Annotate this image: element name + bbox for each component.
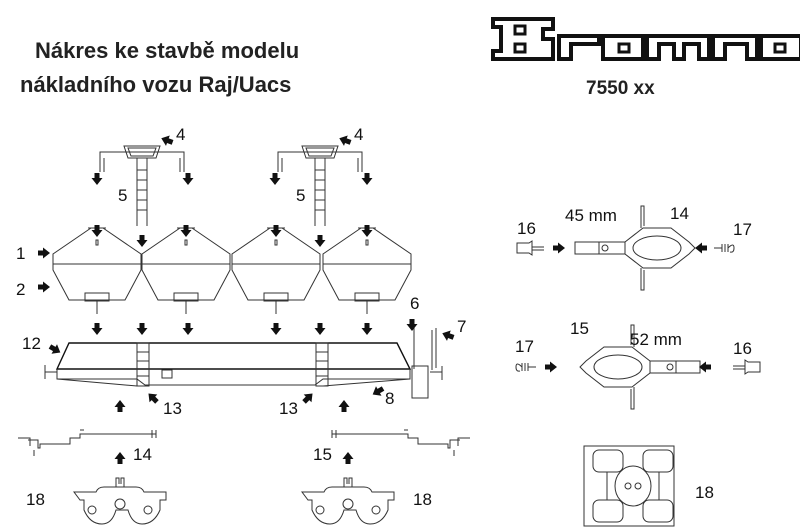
dimension-52mm: 52 mm: [630, 330, 682, 349]
bogie-top-view: [583, 445, 675, 527]
hopper-tank-4: [322, 227, 412, 315]
part-label-17: 17: [733, 220, 752, 239]
part-label-4: 4: [176, 125, 185, 144]
bramos-logo: [491, 17, 800, 61]
coupler-head-16-top: [516, 240, 545, 256]
part-label-6: 6: [410, 294, 419, 313]
drawing-title-line2: nákladního vozu Raj/Uacs: [20, 72, 292, 97]
bogie-side-right: [301, 477, 395, 525]
part-label-16: 16: [517, 219, 536, 238]
handrail-ladder-part-left: [99, 145, 185, 227]
part-label-2: 2: [16, 280, 25, 299]
part-label-12: 12: [22, 334, 41, 353]
part-label-5: 5: [296, 186, 305, 205]
product-code: 7550 xx: [586, 78, 655, 99]
part-label-15: 15: [570, 319, 589, 338]
bogie-side-left: [73, 477, 167, 525]
assembly-arrows: [38, 133, 711, 464]
dimension-45mm: 45 mm: [565, 206, 617, 225]
part-label-8: 8: [385, 389, 394, 408]
spring-17-top: [713, 243, 735, 253]
part-label-14: 14: [670, 204, 689, 223]
part-label-17: 17: [515, 337, 534, 356]
part-label-13: 13: [279, 399, 298, 418]
part-label-18: 18: [26, 490, 45, 509]
spring-17-bottom: [515, 362, 537, 372]
part-label-4: 4: [354, 125, 363, 144]
part-label-15: 15: [313, 445, 332, 464]
drawing-title-line1: Nákres ke stavbě modelu: [35, 38, 300, 63]
hopper-tank-2: [141, 227, 231, 315]
coupler-head-16-bottom: [732, 359, 761, 375]
hopper-tank-3: [231, 227, 321, 315]
part-label-18: 18: [695, 483, 714, 502]
part-label-16: 16: [733, 339, 752, 358]
part-label-1: 1: [16, 244, 25, 263]
hopper-tank-1: [52, 227, 142, 315]
part-label-13: 13: [163, 399, 182, 418]
coupler-arm-15: [331, 429, 471, 457]
part-label-14: 14: [133, 445, 152, 464]
handrail-ladder-part-right: [277, 145, 363, 227]
part-label-18: 18: [413, 490, 432, 509]
part-label-7: 7: [457, 317, 466, 336]
part-label-5: 5: [118, 186, 127, 205]
wagon-frame: [44, 325, 443, 399]
